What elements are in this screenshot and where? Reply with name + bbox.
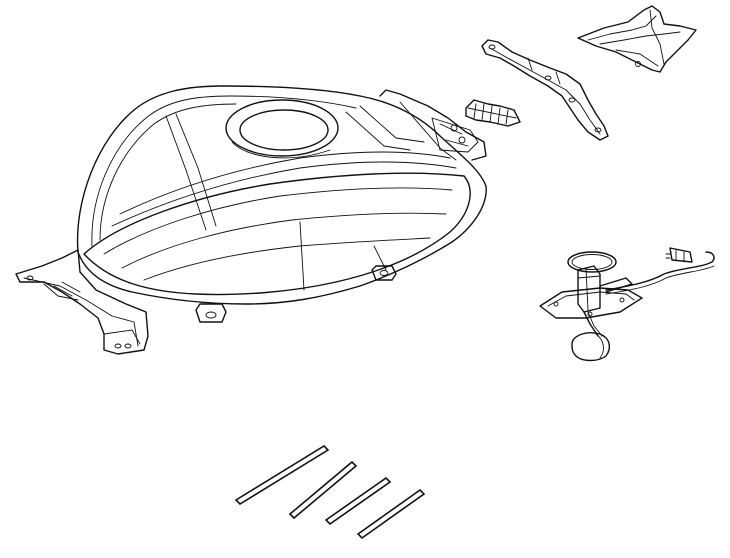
rod <box>288 460 358 520</box>
tank-cover-trim <box>577 5 697 73</box>
fuel-tank <box>15 85 487 355</box>
mounting-bracket <box>481 39 609 141</box>
hinge-clip <box>465 99 521 127</box>
rods <box>234 444 426 540</box>
o-ring-seal <box>567 251 617 273</box>
rod <box>356 488 426 540</box>
fuel-pump-assembly <box>539 247 715 362</box>
rod <box>234 444 330 506</box>
rod <box>324 476 392 526</box>
